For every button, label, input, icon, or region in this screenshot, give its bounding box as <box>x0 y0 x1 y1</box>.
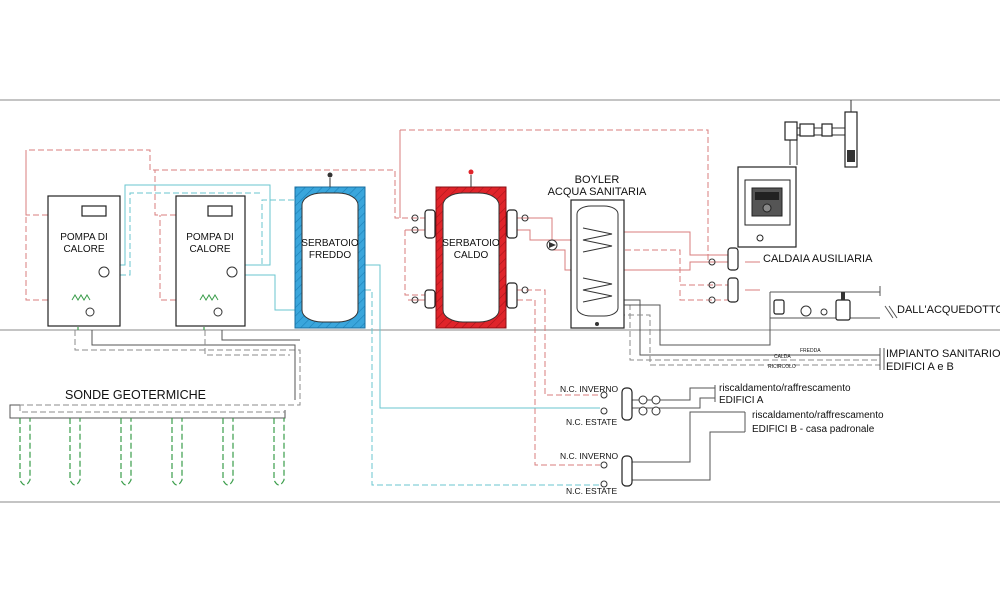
auxiliary-boiler: CALDAIA AUSILIARIA <box>737 100 873 265</box>
boiler-label-line1: BOYLER <box>575 174 620 186</box>
hot-tank: SERBATOIO CALDO <box>435 169 507 329</box>
nc-inverno-1-label: N.C. INVERNO <box>560 384 618 394</box>
geothermal-probes-label: SONDE GEOTERMICHE <box>65 388 206 402</box>
circulator-pump-icon <box>546 239 558 251</box>
nc-estate-1-label: N.C. ESTATE <box>566 417 617 427</box>
calda-pipe-label: CALDA <box>774 354 791 360</box>
valve-estate-2-icon <box>600 480 608 488</box>
hot-tank-thermometer-icon <box>468 169 474 175</box>
heat-pump-2: POMPA DI CALORE <box>175 195 246 327</box>
ricircolo-pipe-label: RICIRCOLO <box>768 364 796 370</box>
aqueduct-label: DALL'ACQUEDOTTO <box>897 304 1000 316</box>
boiler-label-line2: ACQUA SANITARIA <box>548 186 647 198</box>
geothermal-pipes <box>9 330 301 419</box>
distribution-pump-2-icon <box>651 395 661 405</box>
tank-manifolds <box>411 209 529 309</box>
aqueduct-pipe <box>769 286 898 319</box>
distribution-pump-3-icon <box>638 406 648 416</box>
valve-inverno-2-icon <box>600 461 608 469</box>
heat-pump-1-label-line2: CALORE <box>63 244 104 255</box>
heat-pump-1-label-line1: POMPA DI <box>60 232 108 243</box>
heat-pump-2-label-line2: CALORE <box>189 244 230 255</box>
building-a-label-line2: EDIFICI A <box>719 395 764 406</box>
hot-tank-label-line1: SERBATOIO <box>442 238 500 249</box>
valve-inverno-1-icon <box>600 391 608 399</box>
cold-tank-thermometer-icon <box>327 172 333 178</box>
heat-pump-2-label-line1: POMPA DI <box>186 232 234 243</box>
heat-pump-2-compressor-icon <box>226 266 238 278</box>
aux-boiler-gauge-icon <box>756 234 764 242</box>
cold-circuit-pipes <box>120 184 600 486</box>
sanitary-boiler: BOYLER ACQUA SANITARIA <box>548 174 647 329</box>
aux-boiler-label: CALDAIA AUSILIARIA <box>763 253 873 265</box>
cold-tank-label-line1: SERBATOIO <box>301 238 359 249</box>
cold-tank: SERBATOIO FREDDO <box>294 172 366 329</box>
boiler-drain-icon <box>595 322 599 326</box>
aqueduct-fittings <box>773 292 851 321</box>
building-a-label-line1: riscaldamento/raffrescamento <box>719 383 851 394</box>
sanitary-label-line1: IMPIANTO SANITARIO <box>886 348 1000 360</box>
heat-pump-1: POMPA DI CALORE <box>47 195 121 327</box>
heat-pump-2-pump-icon <box>213 307 223 317</box>
distribution-pump-4-icon <box>651 406 661 416</box>
aqueduct-valve-icon <box>820 308 828 316</box>
hot-circuit-pipes <box>25 129 760 466</box>
cold-tank-label-line2: FREDDO <box>309 250 351 261</box>
hot-tank-label-line2: CALDO <box>454 250 489 261</box>
distribution-pipes <box>632 385 746 481</box>
heat-pump-1-pump-icon <box>85 307 95 317</box>
distribution-manifolds <box>600 387 661 488</box>
building-b-label-line2: EDIFICI B - casa padronale <box>752 424 875 435</box>
distribution-pump-1-icon <box>638 395 648 405</box>
nc-estate-2-label: N.C. ESTATE <box>566 486 617 496</box>
building-b-label-line1: riscaldamento/raffrescamento <box>752 410 884 421</box>
aux-boiler-manifolds <box>708 247 739 304</box>
fredda-pipe-label: FREDDA <box>800 348 821 354</box>
valve-estate-1-icon <box>600 407 608 415</box>
heat-pump-1-compressor-icon <box>98 266 110 278</box>
nc-inverno-2-label: N.C. INVERNO <box>560 451 618 461</box>
sanitary-label-line2: EDIFICI A e B <box>886 361 954 373</box>
